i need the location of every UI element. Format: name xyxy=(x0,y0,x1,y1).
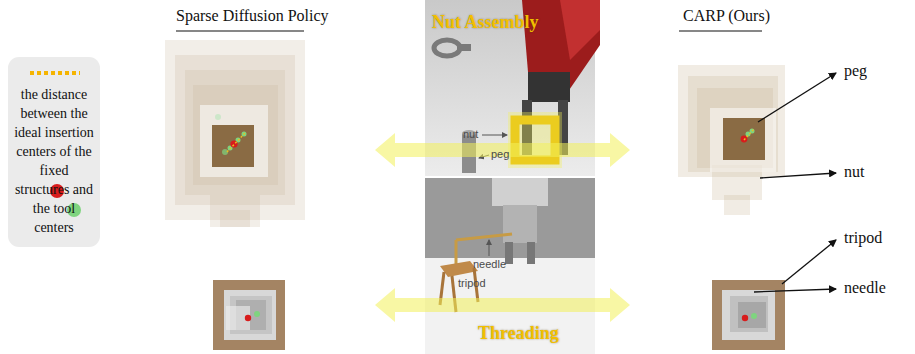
part-label: peg xyxy=(844,62,867,80)
object-label: peg xyxy=(491,148,509,161)
object-label: needle xyxy=(473,258,506,271)
part-label: needle xyxy=(844,279,886,297)
part-label: nut xyxy=(844,163,864,181)
dotted-line-sample xyxy=(30,71,80,75)
column-heading: Sparse Diffusion Policy xyxy=(176,7,329,25)
column-heading: CARP (Ours) xyxy=(683,7,770,25)
legend-box: the distance between the ideal insertion… xyxy=(8,57,100,247)
object-label: nut xyxy=(463,128,478,141)
task-title: Threading xyxy=(478,323,559,344)
task-title: Nut Assembly xyxy=(432,12,539,33)
legend-text: the distance between the ideal insertion… xyxy=(12,57,96,237)
object-label: tripod xyxy=(458,277,486,290)
part-label: tripod xyxy=(844,229,882,247)
